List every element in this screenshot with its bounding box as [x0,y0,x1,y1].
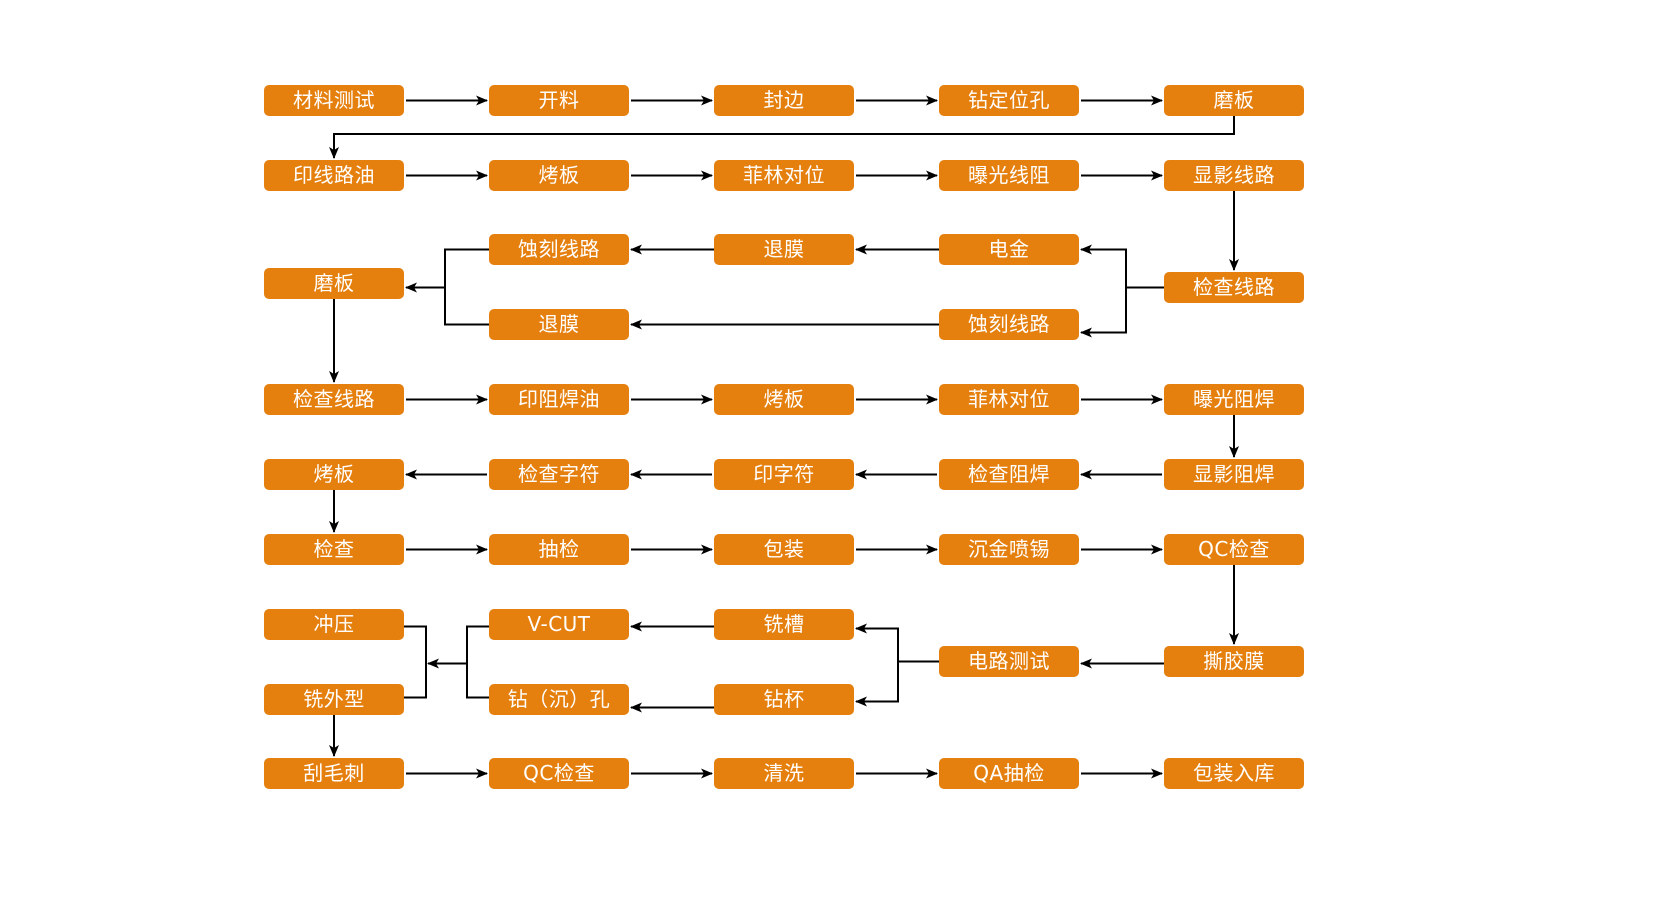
step-qc-inspect-1: QC检查 [1164,534,1304,565]
step-print-solder-mask: 印阻焊油 [489,384,629,415]
step-bake-1: 烤板 [489,160,629,191]
step-inspect-circuit-2: 检查线路 [264,384,404,415]
step-pack-warehouse: 包装入库 [1164,758,1304,789]
step-v-cut: V-CUT [489,609,629,640]
step-board-grinding-1: 磨板 [1164,85,1304,116]
step-gold-plating: 电金 [939,234,1079,265]
step-inspect-circuit-1: 检查线路 [1164,272,1304,303]
step-punching: 冲压 [264,609,404,640]
step-cleaning: 清洗 [714,758,854,789]
step-print-legend: 印字符 [714,459,854,490]
step-material-test: 材料测试 [264,85,404,116]
step-inspect-legend: 检查字符 [489,459,629,490]
step-deburr: 刮毛刺 [264,758,404,789]
step-cutting: 开料 [489,85,629,116]
step-board-grinding-2: 磨板 [264,268,404,299]
bracket-punch-profile [404,625,427,699]
step-immersion-gold-hasl: 沉金喷锡 [939,534,1079,565]
step-strip-film-b: 退膜 [489,309,629,340]
arrow-left [855,661,899,707]
step-sampling: 抽检 [489,534,629,565]
step-drill-locating-holes: 钻定位孔 [939,85,1079,116]
step-profile-milling: 铣外型 [264,684,404,715]
step-edge-sealing: 封边 [714,85,854,116]
step-print-circuit-ink: 印线路油 [264,160,404,191]
step-cup-drilling: 钻杯 [714,684,854,715]
step-qa-sampling: QA抽检 [939,758,1079,789]
step-expose-solder-mask: 曝光阻焊 [1164,384,1304,415]
step-etch-circuit-a: 蚀刻线路 [489,234,629,265]
step-film-alignment-1: 菲林对位 [714,160,854,191]
step-qc-inspect-2: QC检查 [489,758,629,789]
step-bake-2: 烤板 [714,384,854,415]
arrow-left [855,623,899,662]
arrow-left [1080,244,1127,288]
step-peel-film: 撕胶膜 [1164,646,1304,677]
branch-merge [466,625,489,699]
step-packing: 包装 [714,534,854,565]
branch-merge [444,248,489,326]
step-film-alignment-2: 菲林对位 [939,384,1079,415]
arrow-wrap-row1 [329,116,1235,159]
step-slot-milling: 铣槽 [714,609,854,640]
arrow-left [1080,287,1127,338]
step-strip-film-a: 退膜 [714,234,854,265]
step-bake-3: 烤板 [264,459,404,490]
step-electrical-test: 电路测试 [939,646,1079,677]
step-expose-circuit-resist: 曝光线阻 [939,160,1079,191]
step-develop-solder-mask: 显影阻焊 [1164,459,1304,490]
step-inspect: 检查 [264,534,404,565]
step-inspect-solder-mask: 检查阻焊 [939,459,1079,490]
step-develop-circuit: 显影线路 [1164,160,1304,191]
step-countersink-drill: 钻（沉）孔 [489,684,629,715]
step-etch-circuit-b: 蚀刻线路 [939,309,1079,340]
